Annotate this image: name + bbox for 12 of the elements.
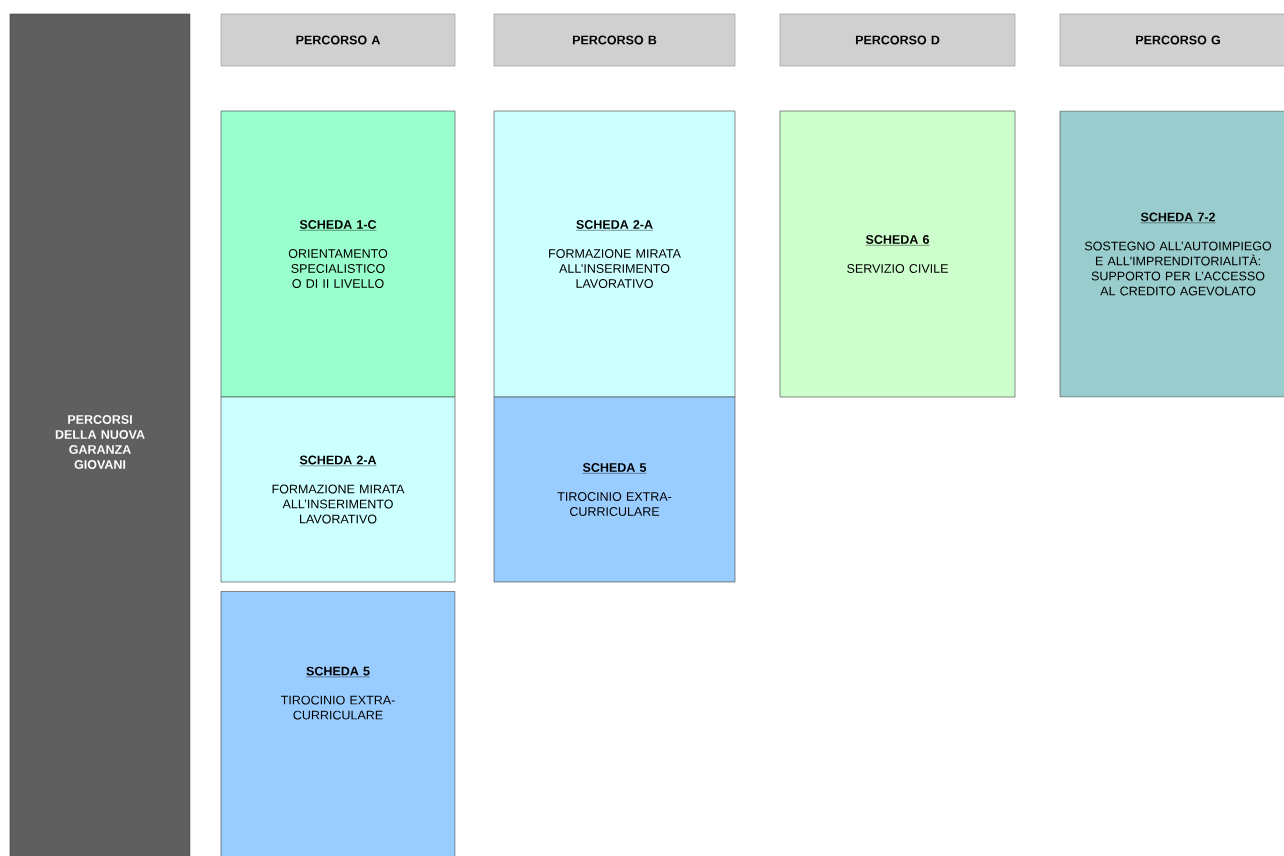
header-box: PERCORSO G (1059, 13, 1284, 67)
scheda-box: SCHEDA 2-A FORMAZIONE MIRATA ALL’INSERIMENTO LAVORATIVO (493, 110, 736, 398)
scheda-box: SCHEDA 6 SERVIZIO CIVILE (779, 110, 1016, 398)
scheda-box: SCHEDA 2-A FORMAZIONE MIRATA ALL’INSERIMENTO LAVORATIVO (220, 396, 456, 583)
scheda-box: SCHEDA 1-C ORIENTAMENTO SPECIALISTICO O DI II LIVELLO (220, 110, 456, 398)
side-bar: PERCORSI DELLA NUOVA GARANZA GIOVANI (9, 13, 191, 856)
header-box: PERCORSO A (220, 13, 456, 67)
scheda-box: SCHEDA 5 TIROCINIO EXTRA-CURRICULARE (493, 396, 736, 583)
header-box: PERCORSO B (493, 13, 736, 67)
scheda-box: SCHEDA 7-2 SOSTEGNO ALL’AUTOIMPIEGO E ALL'IMPRENDITORIALITÀ: SUPPORTO PER L’ACCESSO AL CREDITO AGEVOLATO (1059, 110, 1284, 398)
header-box: PERCORSO D (779, 13, 1016, 67)
scheda-box: SCHEDA 5 TIROCINIO EXTRA-CURRICULARE (220, 591, 456, 856)
